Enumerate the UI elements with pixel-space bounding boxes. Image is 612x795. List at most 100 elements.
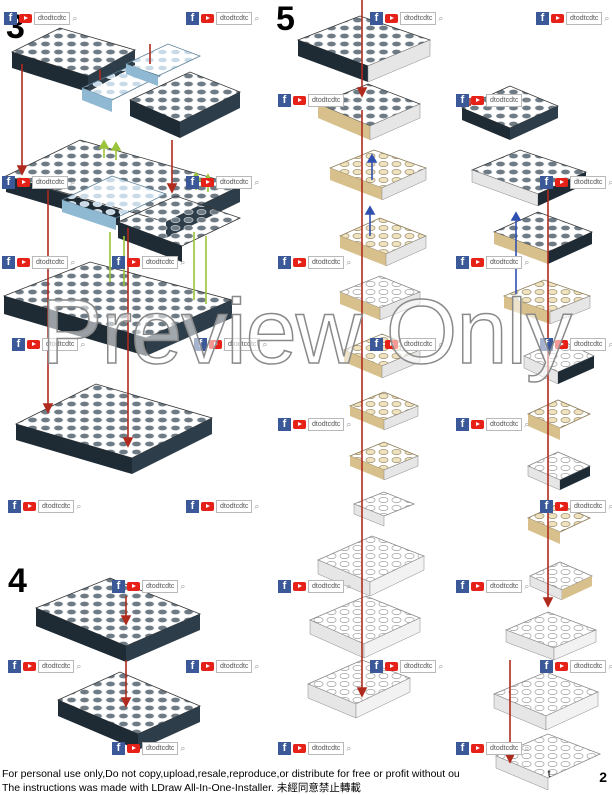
watermark-handle: dtodtcdtc: [308, 418, 345, 431]
watermark-handle: dtodtcdtc: [142, 742, 179, 755]
search-icon: ⌕: [608, 339, 612, 349]
search-icon: ⌕: [80, 339, 86, 349]
watermark-handle: dtodtcdtc: [38, 500, 75, 513]
youtube-icon: [555, 178, 568, 187]
youtube-icon: [23, 662, 36, 671]
youtube-icon: [201, 502, 214, 511]
watermark-handle: dtodtcdtc: [486, 256, 523, 269]
watermark-handle: dtodtcdtc: [570, 176, 607, 189]
watermark-badge: f dtodtcdtc⌕: [186, 12, 263, 25]
watermark-handle: dtodtcdtc: [570, 660, 607, 673]
facebook-icon: f: [456, 742, 469, 755]
facebook-icon: f: [456, 418, 469, 431]
watermark-handle: dtodtcdtc: [142, 256, 179, 269]
search-icon: ⌕: [70, 177, 76, 187]
search-icon: ⌕: [346, 743, 352, 753]
youtube-icon: [201, 14, 214, 23]
youtube-icon: [209, 340, 222, 349]
youtube-icon: [27, 340, 40, 349]
watermark-handle: dtodtcdtc: [34, 12, 71, 25]
facebook-icon: f: [2, 176, 15, 189]
search-icon: ⌕: [438, 661, 444, 671]
facebook-icon: f: [112, 256, 125, 269]
youtube-icon: [23, 502, 36, 511]
facebook-icon: f: [370, 12, 383, 25]
page-number: 2: [599, 769, 607, 785]
facebook-icon: f: [8, 660, 21, 673]
footer-ldraw-line: The instructions was made with LDraw All…: [2, 782, 361, 794]
search-icon: ⌕: [72, 13, 78, 23]
facebook-icon: f: [186, 660, 199, 673]
search-icon: ⌕: [76, 501, 82, 511]
watermark-handle: dtodtcdtc: [32, 256, 69, 269]
watermark-badge: f dtodtcdtc⌕: [8, 660, 85, 673]
step-number-4: 4: [8, 562, 27, 600]
youtube-icon: [293, 96, 306, 105]
watermark-badge: f dtodtcdtc⌕: [4, 12, 81, 25]
youtube-icon: [127, 582, 140, 591]
youtube-icon: [471, 96, 484, 105]
facebook-icon: f: [278, 256, 291, 269]
facebook-icon: f: [370, 338, 383, 351]
facebook-icon: f: [456, 94, 469, 107]
search-icon: ⌕: [254, 13, 260, 23]
watermark-handle: dtodtcdtc: [142, 580, 179, 593]
watermark-handle: dtodtcdtc: [486, 580, 523, 593]
facebook-icon: f: [186, 176, 199, 189]
watermark-badge: f dtodtcdtc⌕: [540, 176, 612, 189]
footer-copyright-line: For personal use only,Do not copy,upload…: [2, 768, 551, 780]
facebook-icon: f: [4, 12, 17, 25]
search-icon: ⌕: [346, 581, 352, 591]
search-icon: ⌕: [524, 581, 530, 591]
youtube-icon: [471, 420, 484, 429]
watermark-handle: dtodtcdtc: [216, 660, 253, 673]
search-icon: ⌕: [262, 339, 268, 349]
watermark-handle: dtodtcdtc: [400, 338, 437, 351]
watermark-badge: f dtodtcdtc⌕: [370, 660, 447, 673]
facebook-icon: f: [370, 660, 383, 673]
watermark-handle: dtodtcdtc: [570, 500, 607, 513]
watermark-badge: f dtodtcdtc⌕: [8, 500, 85, 513]
search-icon: ⌕: [608, 661, 612, 671]
watermark-handle: dtodtcdtc: [400, 660, 437, 673]
footer-copyright-tail: t: [547, 768, 551, 780]
search-icon: ⌕: [254, 177, 260, 187]
watermark-handle: dtodtcdtc: [216, 12, 253, 25]
facebook-icon: f: [540, 500, 553, 513]
youtube-icon: [293, 744, 306, 753]
watermark-handle: dtodtcdtc: [38, 660, 75, 673]
search-icon: ⌕: [608, 177, 612, 187]
facebook-icon: f: [278, 742, 291, 755]
watermark-badge: f dtodtcdtc⌕: [112, 256, 189, 269]
watermark-handle: dtodtcdtc: [486, 742, 523, 755]
search-icon: ⌕: [438, 13, 444, 23]
search-icon: ⌕: [524, 257, 530, 267]
search-icon: ⌕: [180, 257, 186, 267]
facebook-icon: f: [186, 12, 199, 25]
facebook-icon: f: [8, 500, 21, 513]
facebook-icon: f: [186, 500, 199, 513]
facebook-icon: f: [12, 338, 25, 351]
youtube-icon: [127, 744, 140, 753]
search-icon: ⌕: [76, 661, 82, 671]
youtube-icon: [385, 662, 398, 671]
step4-diagram: [34, 577, 202, 750]
youtube-icon: [471, 744, 484, 753]
search-icon: ⌕: [180, 581, 186, 591]
search-icon: ⌕: [254, 501, 260, 511]
youtube-icon: [385, 14, 398, 23]
search-icon: ⌕: [604, 13, 610, 23]
facebook-icon: f: [540, 176, 553, 189]
watermark-handle: dtodtcdtc: [308, 94, 345, 107]
